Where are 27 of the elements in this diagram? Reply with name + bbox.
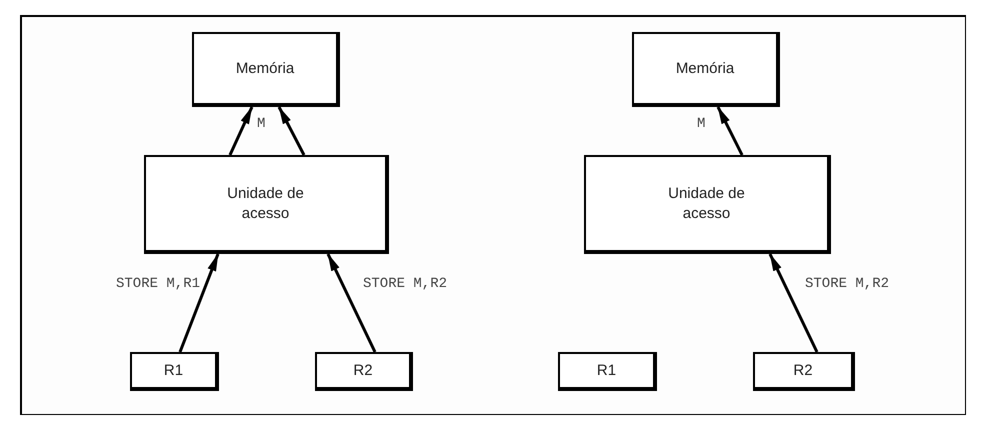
node-label: R2 [793, 360, 813, 380]
node-label: Unidade de acesso [667, 184, 746, 223]
node-label: R1 [164, 360, 184, 380]
arrow [768, 253, 818, 353]
arrow [178, 253, 220, 353]
signal-label: M [257, 116, 266, 132]
arrow [716, 106, 744, 156]
signal-label: M [697, 116, 706, 132]
process-box [558, 352, 657, 391]
process-box [130, 352, 219, 391]
process-box [632, 32, 780, 107]
node-label: Memória [236, 58, 294, 78]
process-box [584, 155, 831, 254]
edge-label: STORE M,R1 [116, 276, 200, 292]
process-box [192, 32, 340, 107]
edge-label: STORE M,R2 [363, 276, 448, 292]
node-label: Unidade de acesso [226, 184, 305, 223]
node-label: Memória [676, 58, 734, 78]
edge-label: STORE M,R2 [805, 276, 890, 292]
process-box [753, 352, 855, 391]
arrow [326, 253, 376, 353]
arrow [278, 106, 306, 156]
process-box [315, 352, 413, 391]
node-label: R1 [596, 360, 616, 380]
node-label: R2 [353, 360, 373, 380]
process-box [144, 155, 389, 254]
arrow [228, 106, 254, 156]
